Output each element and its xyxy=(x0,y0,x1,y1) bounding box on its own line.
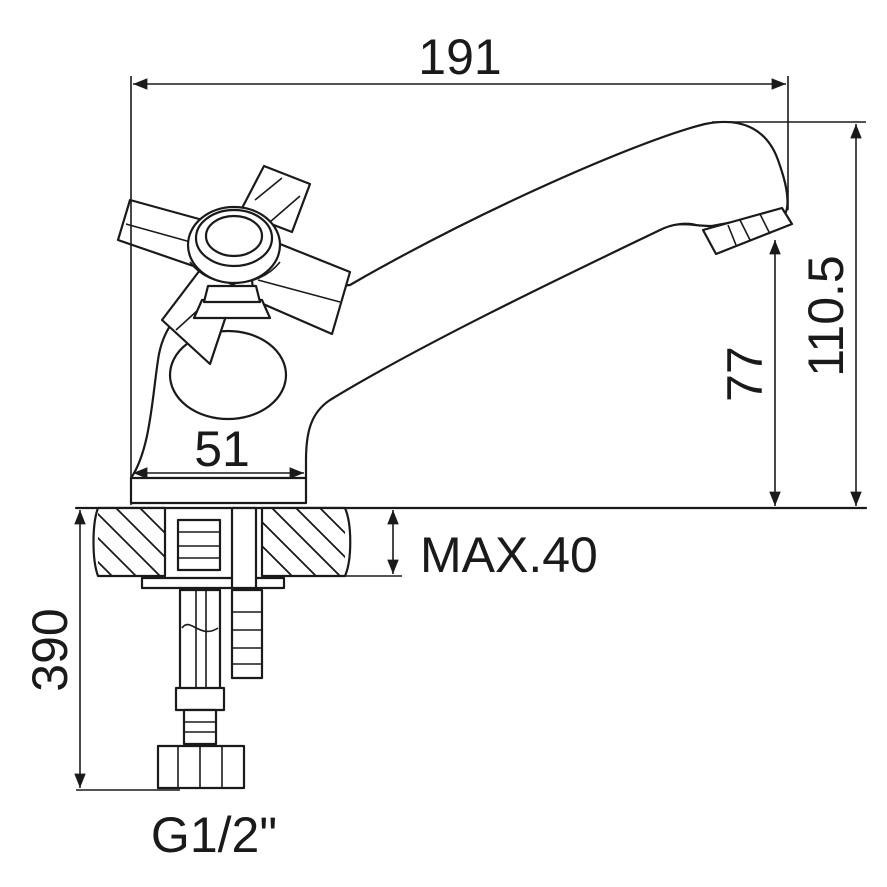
handle-assembly xyxy=(116,164,352,421)
dim-max40-label: MAX.40 xyxy=(420,527,598,583)
dim-77-label: 77 xyxy=(717,346,773,402)
mounting-plate xyxy=(140,576,286,590)
faucet-body xyxy=(129,120,794,505)
hose-nut xyxy=(156,744,246,790)
handle-cap xyxy=(204,214,264,258)
aerator xyxy=(701,206,794,256)
supply-hose xyxy=(156,588,264,790)
dimensions: 191 110.5 77 51 MAX.40 390 G1/2" xyxy=(22,29,866,863)
thread-label: G1/2" xyxy=(151,807,277,863)
spout xyxy=(129,120,789,505)
dim-390-label: 390 xyxy=(22,608,78,691)
hose-tube xyxy=(178,588,222,692)
dim-191-label: 191 xyxy=(418,29,501,85)
countertop-section xyxy=(74,506,868,590)
dim-110-5-label: 110.5 xyxy=(798,255,854,376)
dim-51-label: 51 xyxy=(194,421,250,477)
